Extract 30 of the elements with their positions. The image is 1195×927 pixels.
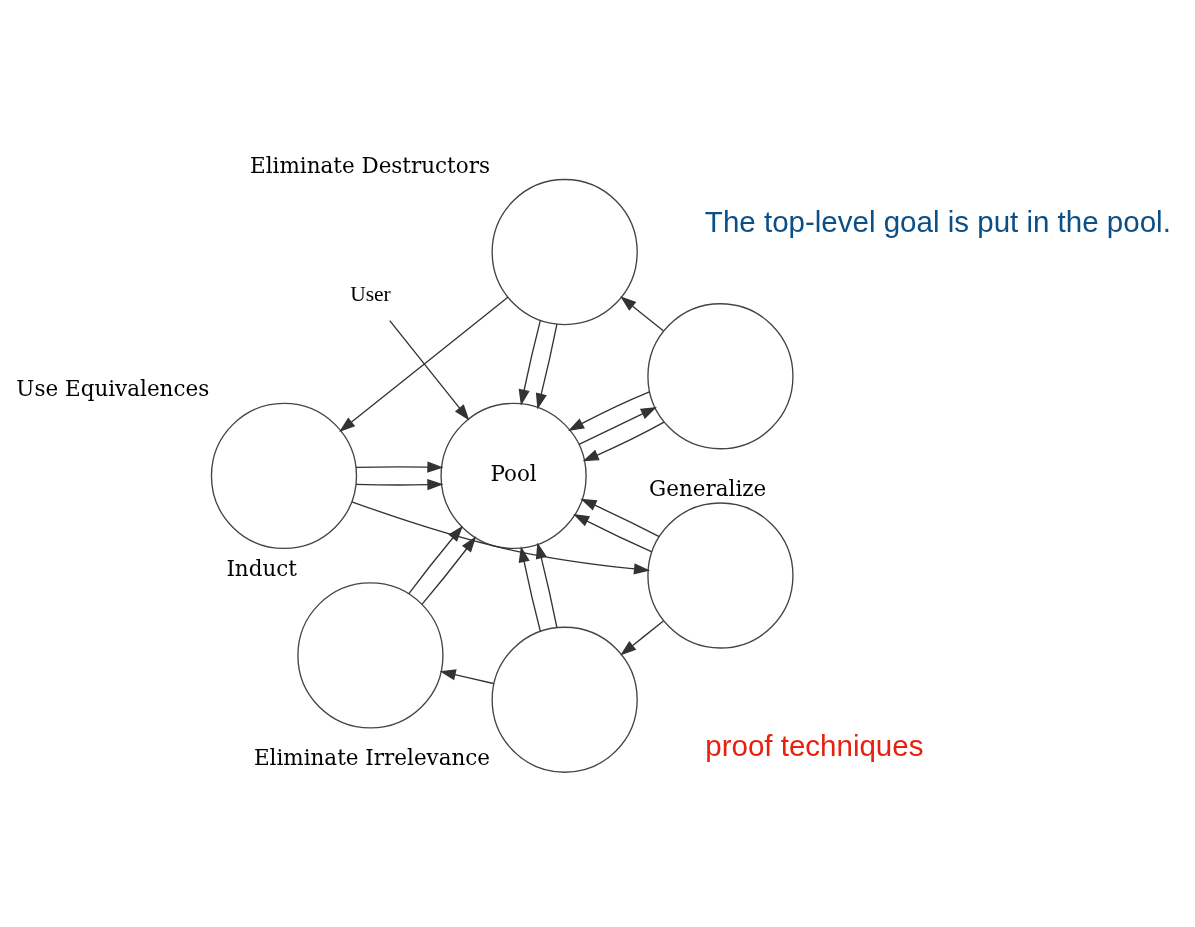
arrow (578, 406, 657, 445)
arrow (620, 295, 664, 331)
arrow (518, 545, 542, 632)
arrow (389, 319, 470, 420)
arrow (582, 421, 665, 461)
arrow (535, 322, 558, 409)
arrow (421, 535, 477, 605)
node-text: User (350, 281, 391, 306)
node-label: Generalize (649, 475, 767, 501)
arrow (568, 390, 651, 431)
node-circle (297, 581, 444, 729)
node-label: Eliminate Destructors (250, 152, 490, 178)
arrow (355, 460, 444, 473)
arrow (351, 500, 651, 574)
arrow (580, 498, 660, 537)
arrow (339, 296, 509, 432)
label: proof techniques (705, 728, 924, 762)
node-circle (647, 302, 794, 449)
node-label: Use Equivalences (16, 375, 210, 401)
arrow (439, 668, 495, 684)
arrow (355, 478, 444, 490)
node-circle (647, 501, 794, 649)
arrow (620, 619, 664, 655)
arrow (573, 513, 653, 553)
node-label: Induct (226, 555, 297, 581)
arrow (518, 319, 542, 406)
label: The top-level goal is put in the pool. (704, 204, 1171, 238)
arrow (535, 541, 558, 628)
node-label: Eliminate Irrelevance (253, 744, 491, 770)
arrow (408, 525, 463, 594)
